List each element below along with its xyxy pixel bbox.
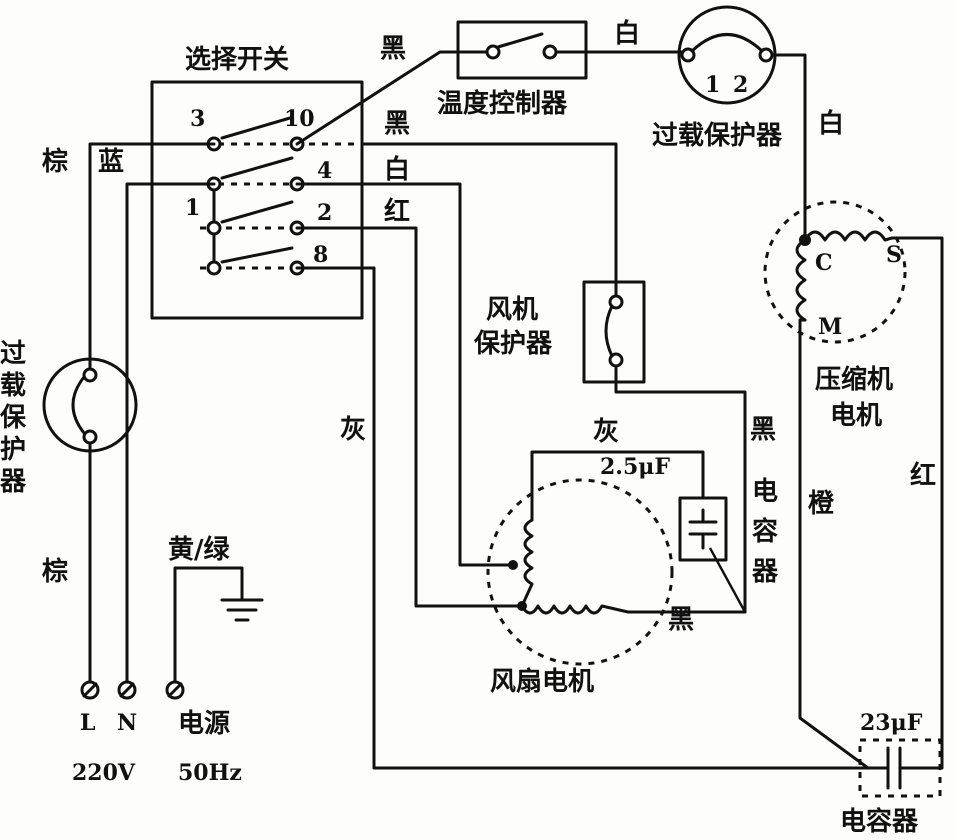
power-label: 电源 bbox=[178, 709, 230, 739]
wire-white-thermostat: 白 bbox=[614, 18, 640, 49]
fan-capacitor-char-3: 器 bbox=[751, 557, 779, 587]
main-overload-label: 过 载 保 护 器 bbox=[0, 339, 27, 497]
main-overload-char-2: 载 bbox=[0, 371, 26, 401]
fan-capacitor-label: 电 容 器 bbox=[751, 477, 779, 587]
wire-white-overload: 白 bbox=[818, 108, 844, 139]
fan-capacitor bbox=[678, 496, 747, 613]
overload-terminal-1: 1 bbox=[705, 72, 720, 98]
fan-motor bbox=[295, 182, 747, 666]
terminal-1-label: 1 bbox=[185, 195, 200, 221]
switch-blade-8 bbox=[220, 246, 294, 264]
terminal-1b bbox=[206, 260, 222, 276]
power-wiring bbox=[80, 142, 264, 700]
power-frequency: 50Hz bbox=[178, 760, 242, 786]
compressor-label-line1: 压缩机 bbox=[815, 364, 893, 395]
power-voltage: 220V bbox=[72, 760, 136, 786]
wire-gray-left: 灰 bbox=[340, 415, 366, 445]
fan-protector-line1: 风机 bbox=[486, 295, 538, 325]
comp-capacitor bbox=[295, 266, 942, 798]
fan-protector-line2: 保护器 bbox=[473, 329, 553, 359]
fan-capacitor-char-1: 电 bbox=[752, 477, 778, 507]
terminal-1 bbox=[206, 220, 222, 236]
comp-capacitor-value: 23μF bbox=[860, 710, 923, 736]
wire-brown-bottom: 棕 bbox=[42, 556, 68, 587]
main-overload-char-5: 器 bbox=[0, 467, 27, 497]
terminal-10-label: 10 bbox=[284, 106, 315, 132]
compressor-overload-protector bbox=[677, 5, 807, 242]
main-overload-char-1: 过 bbox=[0, 339, 26, 369]
compressor-terminal-s: S bbox=[886, 242, 902, 268]
fan-protector bbox=[360, 142, 747, 614]
compressor-overload-label: 过载保护器 bbox=[652, 121, 783, 151]
wire-blue: 蓝 bbox=[98, 147, 124, 177]
power-label-n: N bbox=[117, 710, 137, 736]
fan-motor-label: 风扇电机 bbox=[490, 666, 594, 697]
main-overload-protector bbox=[42, 357, 138, 453]
thermostat-label: 温度控制器 bbox=[437, 88, 568, 119]
compressor-motor bbox=[763, 200, 944, 770]
fan-capacitor-value: 2.5μF bbox=[600, 454, 670, 480]
overload-terminal-2: 2 bbox=[733, 72, 748, 98]
wire-gray-fan: 灰 bbox=[593, 417, 619, 447]
power-label-l: L bbox=[80, 710, 95, 736]
wire-brown-top: 棕 bbox=[42, 146, 68, 177]
terminal-3-label: 3 bbox=[190, 106, 205, 132]
thermostat bbox=[295, 20, 690, 146]
wire-black-switch: 黑 bbox=[384, 109, 410, 139]
wire-orange: 橙 bbox=[808, 489, 835, 519]
compressor-label-line2: 电机 bbox=[830, 401, 882, 431]
wire-red-switch: 红 bbox=[384, 196, 410, 227]
switch-blade-2 bbox=[220, 200, 294, 224]
switch-blade-3 bbox=[220, 116, 292, 140]
wire-yellow-green: 黄/绿 bbox=[168, 535, 230, 565]
compressor-terminal-m: M bbox=[818, 314, 842, 340]
wire-black-fan: 黑 bbox=[668, 605, 694, 635]
terminal-2-label: 2 bbox=[317, 200, 332, 226]
switch-blade-4 bbox=[220, 156, 294, 180]
wire-white-switch: 白 bbox=[384, 154, 410, 185]
main-overload-char-4: 护 bbox=[0, 435, 26, 465]
wire-black-right: 黑 bbox=[750, 415, 776, 445]
compressor-terminal-c: C bbox=[815, 250, 833, 276]
terminal-8-label: 8 bbox=[313, 242, 328, 268]
fan-capacitor-char-2: 容 bbox=[752, 516, 778, 547]
selector-switch-title: 选择开关 bbox=[185, 45, 289, 75]
main-overload-char-3: 保 bbox=[0, 403, 27, 433]
comp-capacitor-label: 电容器 bbox=[840, 806, 919, 837]
terminal-4-label: 4 bbox=[317, 158, 332, 184]
wire-black-thermostat: 黑 bbox=[380, 34, 406, 64]
wire-red-compressor: 红 bbox=[910, 460, 936, 491]
